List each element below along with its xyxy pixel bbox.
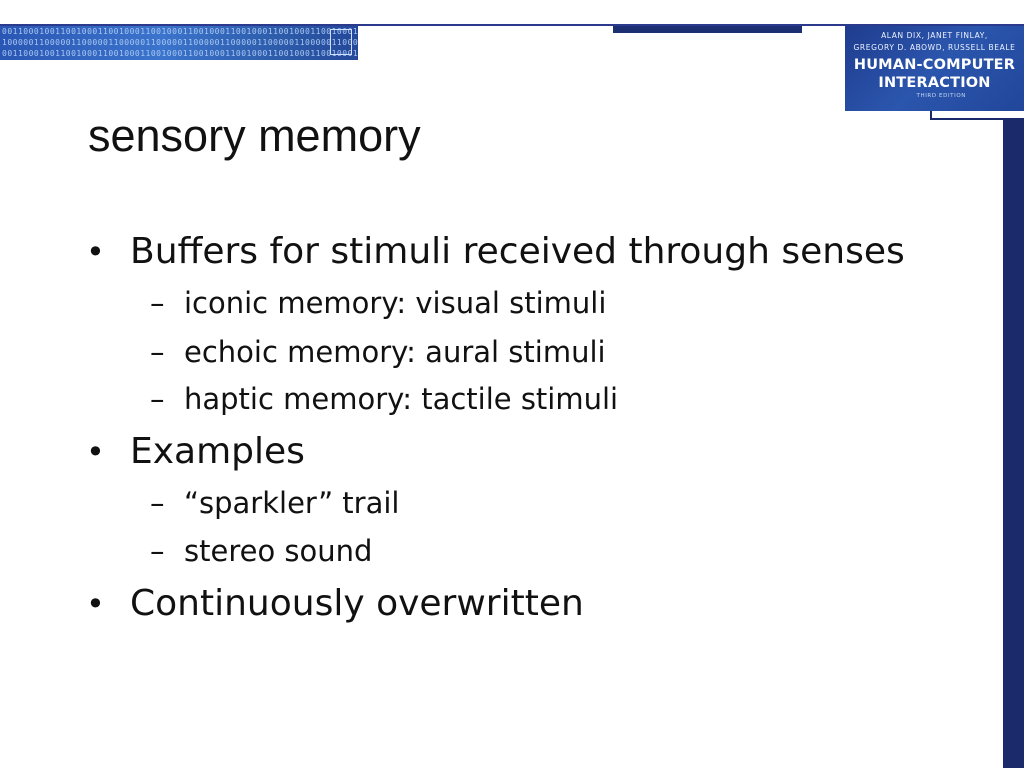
bullet-dot-icon: • [86, 233, 105, 271]
book-authors: ALAN DIX, JANET FINLAY, GREGORY D. ABOWD… [845, 26, 1024, 54]
sub-bullet-text: stereo sound [184, 534, 373, 568]
dash-icon: – [150, 534, 165, 568]
binary-banner: 0011000100110010001100100011001000110010… [0, 26, 358, 60]
bullet-list: • Buffers for stimuli received through se… [86, 230, 905, 626]
bullet-text: Continuously overwritten [130, 583, 584, 624]
bullet-text: Examples [130, 431, 305, 472]
sub-bullet-item: –haptic memory: tactile stimuli [150, 381, 618, 417]
bullet-item: • Buffers for stimuli received through se… [86, 230, 905, 274]
banner-square-icon [330, 29, 352, 55]
bullet-item: • Examples [86, 430, 305, 474]
dash-icon: – [150, 286, 165, 320]
bullet-dot-icon: • [86, 433, 105, 471]
binary-row: 0011000100110010001100100011001000110010… [2, 49, 358, 58]
bullet-item: • Continuously overwritten [86, 582, 584, 626]
dash-icon: – [150, 486, 165, 520]
book-authors-line-2: GREGORY D. ABOWD, RUSSELL BEALE [853, 43, 1016, 52]
slide-title: sensory memory [88, 110, 421, 161]
sub-bullet-item: –iconic memory: visual stimuli [150, 285, 606, 321]
binary-row: 0011000100110010001100100011001000110010… [2, 27, 358, 36]
sub-bullet-text: haptic memory: tactile stimuli [184, 382, 619, 416]
right-frame-notch [930, 111, 1024, 120]
binary-row: 1000001100000110000011000001100000110000… [2, 38, 358, 47]
header-accent-bar [613, 26, 802, 33]
sub-bullet-item: –stereo sound [150, 533, 372, 569]
sub-bullet-text: “sparkler” trail [184, 486, 400, 520]
bullet-dot-icon: • [86, 585, 105, 623]
sub-bullet-text: iconic memory: visual stimuli [184, 286, 607, 320]
book-title: HUMAN-COMPUTER INTERACTION [845, 56, 1024, 92]
sub-bullet-item: –“sparkler” trail [150, 485, 400, 521]
dash-icon: – [150, 335, 165, 369]
sub-bullet-item: –echoic memory: aural stimuli [150, 334, 606, 370]
sub-bullet-text: echoic memory: aural stimuli [184, 335, 606, 369]
book-title-line-1: HUMAN-COMPUTER [853, 57, 1016, 73]
bullet-text: Buffers for stimuli received through sen… [130, 231, 905, 272]
right-frame-stripe [1003, 120, 1024, 768]
dash-icon: – [150, 382, 165, 416]
book-cover-logo: ALAN DIX, JANET FINLAY, GREGORY D. ABOWD… [845, 26, 1024, 111]
header-rule [0, 24, 1024, 26]
book-authors-line-1: ALAN DIX, JANET FINLAY, [881, 31, 988, 40]
book-title-line-2: INTERACTION [878, 75, 991, 91]
book-edition: THIRD EDITION [916, 93, 966, 99]
